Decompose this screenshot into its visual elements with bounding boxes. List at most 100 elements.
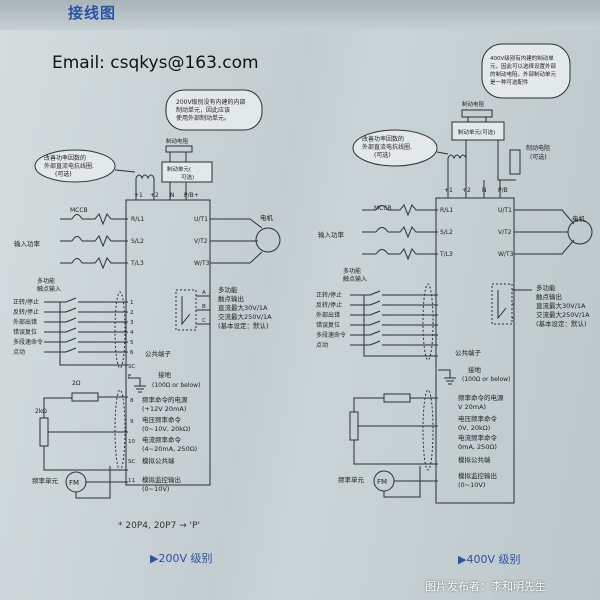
caption-200v: ▶200V 级别 xyxy=(150,552,213,565)
publisher-watermark: 图片发布者：李和明先生 xyxy=(425,580,546,593)
input400-power-label: 输入功率 xyxy=(318,230,345,239)
dc400-line-3: (可选) xyxy=(374,151,391,159)
relay-term-a: A xyxy=(202,290,206,296)
in-term-3: 3 xyxy=(130,320,134,326)
input-jog: 点动 xyxy=(13,348,25,356)
input400-forward: 正转/停止 xyxy=(316,291,342,299)
bus400-term-1: +1 xyxy=(444,187,453,194)
freq400-cmd-power-spec: V 20mA) xyxy=(458,403,486,411)
curr-freq: 电流频率命令 xyxy=(142,435,182,444)
input-forward: 正转/停止 xyxy=(13,298,39,306)
pot-2-label: 2Ω xyxy=(72,380,81,387)
curr400-freq-spec: 0mA, 250Ω) xyxy=(458,443,497,451)
input-multispeed: 多段速命令 xyxy=(13,338,43,346)
term400-w: W/T3 xyxy=(498,251,514,258)
term400-t: T/L3 xyxy=(439,251,453,258)
freq400-cmd-power: 频率命令的电源 xyxy=(458,393,504,402)
shield400-ellipse-analog xyxy=(422,389,434,471)
relay400-spec-ac: 交流最大250V/1A xyxy=(536,310,590,319)
analog400-common: 模拟公共端 xyxy=(458,455,491,464)
in-term-6: 6 xyxy=(130,350,134,356)
an-term-sc: SC xyxy=(128,459,135,465)
shield-ellipse-inputs xyxy=(114,291,126,369)
analog-common: 模拟公共端 xyxy=(142,456,175,465)
note400-line-1: 400V级别有内建的制动单 xyxy=(490,54,554,62)
note-bubble-200v xyxy=(165,89,263,131)
multi-input-title-2: 触点输入 xyxy=(37,285,61,293)
term400-u: U/T1 xyxy=(498,207,512,214)
analog-monitor-spec: (0~10V) xyxy=(142,485,169,493)
in-term-4: 4 xyxy=(130,330,134,336)
motor-symbol-200v xyxy=(255,227,281,253)
dc-reactor-line-1: 改善功率因数的 xyxy=(44,154,86,162)
motor-symbol-400v xyxy=(567,219,593,245)
term-w: W/T3 xyxy=(194,260,210,267)
shield-ellipse-analog xyxy=(114,389,126,471)
input-power-label: 输入功率 xyxy=(14,239,41,248)
note-line-2: 制动单元，因此应该 xyxy=(176,106,230,114)
bus400-term-3: N xyxy=(482,187,487,194)
bus-term-4: P/B+ xyxy=(184,192,199,199)
term-s: S/L2 xyxy=(131,238,144,245)
common-label: 公共端子 xyxy=(145,349,172,358)
common-terminal: SC xyxy=(128,364,135,370)
note400-line-4: 是一种可选配件 xyxy=(490,78,529,86)
email-text: Email: csqkys@163.com xyxy=(52,53,259,73)
caption-400v: ▶400V 级别 xyxy=(458,553,521,566)
analog400-monitor-spec: (0~10V) xyxy=(458,481,485,489)
term-r: R/L1 xyxy=(131,216,145,223)
diagram-400v: 400V级别有内建的制动单 元，因此可以选择设置外部 的制动电阻。外部制动单元 … xyxy=(316,43,593,504)
note400-line-3: 的制动电阻。外部制动单元 xyxy=(490,70,557,78)
bus-term-1: +1 xyxy=(134,192,143,199)
input-reset: 错误复位 xyxy=(13,328,37,336)
inverter-box-400v xyxy=(435,197,515,504)
multi-input-title-1: 多功能 xyxy=(37,277,55,285)
brake-unit-label-2: 可选) xyxy=(181,173,194,181)
relay400-title-2: 触点输出 xyxy=(536,292,562,301)
curr-freq-spec: (4~20mA, 250Ω) xyxy=(142,445,197,453)
relay400-contact-box xyxy=(491,283,513,325)
note-line-1: 200V级别没有内建的内部 xyxy=(176,98,246,106)
brake400-side-label-2: (可选) xyxy=(530,153,547,161)
motor-label: 电机 xyxy=(260,213,274,222)
dc400-coil xyxy=(447,154,467,160)
bus-term-3: N xyxy=(170,192,175,199)
model-note: * 20P4, 20P7 → 'P' xyxy=(118,521,200,531)
ground400-spec: (100Ω or below) xyxy=(462,376,510,383)
relay-default: (基本设定：默认) xyxy=(218,321,269,330)
relay-title-1: 多功能 xyxy=(218,285,238,294)
ground400-label: 接地 xyxy=(468,365,482,374)
relay400-spec-dc: 直流最大30V/1A xyxy=(536,301,586,310)
term-u: U/T1 xyxy=(194,216,208,223)
brake400-side-resistor xyxy=(509,149,521,175)
volt-freq-spec: (0~10V, 20kΩ) xyxy=(142,425,191,433)
potentiometer400-small xyxy=(383,393,411,403)
ground400-icon xyxy=(438,369,456,385)
diagram-200v: 200V级别没有内建的内部 制动单元，因此应该 使用外部制动单元。 制动电阻 制… xyxy=(13,89,281,499)
dc-reactor-line-3: (可选) xyxy=(55,170,72,178)
dc-reactor-coil xyxy=(135,174,155,180)
top-band xyxy=(0,0,600,30)
volt-freq: 电压频率命令 xyxy=(142,415,182,424)
ground-label: 接地 xyxy=(158,370,172,379)
potentiometer-2k xyxy=(39,417,49,447)
freq400-meter-label: 频率单元 xyxy=(338,475,365,484)
relay400-default: (基本设定：默认) xyxy=(536,319,587,328)
an-term-8: 8 xyxy=(130,398,134,404)
relay-title-2: 触点输出 xyxy=(218,294,244,303)
freq-meter-label: 频率单元 xyxy=(32,476,59,485)
multi400-title-1: 多功能 xyxy=(343,267,361,275)
an-term-11: 11 xyxy=(128,478,135,484)
mccb-label: MCCB xyxy=(70,207,88,214)
dc400-line-1: 改善功率因数的 xyxy=(362,135,404,143)
curr400-freq: 电流频率命令 xyxy=(458,433,498,442)
brake400-resistor-label: 制动电阻 xyxy=(462,100,485,108)
note-bubble-400v xyxy=(481,43,571,99)
bus-term-2: +2 xyxy=(150,192,159,199)
relay-term-c: C xyxy=(202,318,206,324)
note-line-3: 使用外部制动单元。 xyxy=(176,114,230,122)
note400-line-2: 元，因此可以选择设置外部 xyxy=(490,62,557,70)
dc-reactor-bubble-200v xyxy=(34,149,116,183)
